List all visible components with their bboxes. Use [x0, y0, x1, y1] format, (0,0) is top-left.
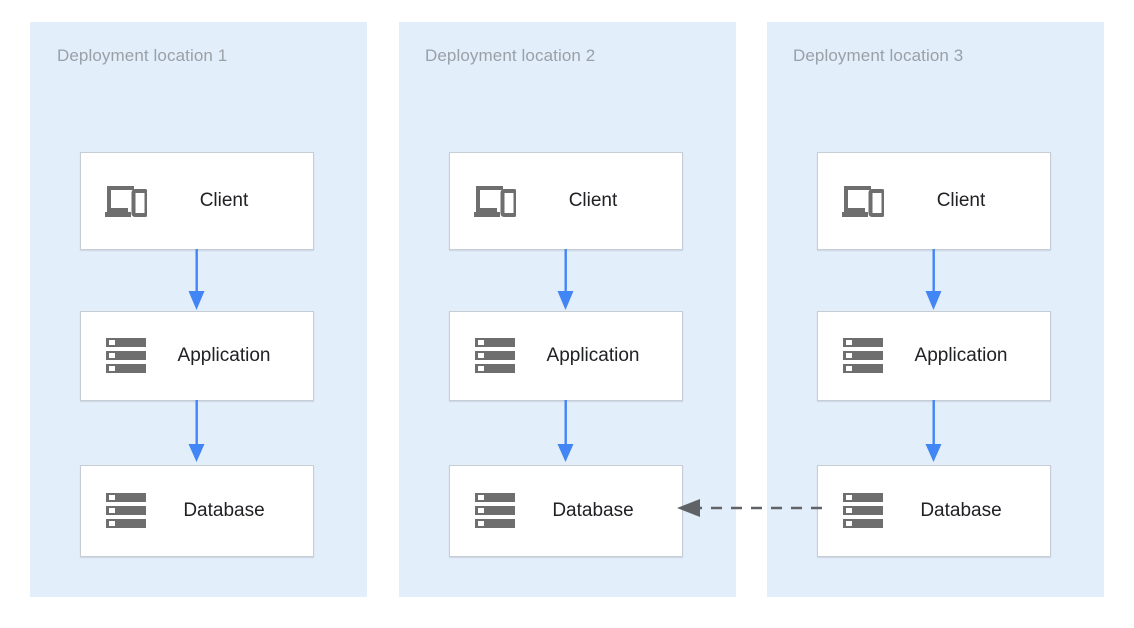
node-label: Application	[546, 345, 640, 366]
server-icon	[103, 336, 149, 376]
node-label: Application	[177, 345, 271, 366]
server-icon	[840, 491, 886, 531]
arrow-application-to-database-1	[186, 400, 208, 462]
arrow-application-to-database-3	[923, 400, 945, 462]
server-icon	[840, 336, 886, 376]
panel-title-3: Deployment location 3	[793, 46, 964, 65]
node-client-1[interactable]: Client	[80, 152, 314, 250]
node-label: Client	[936, 190, 986, 211]
arrow-client-to-application-1	[186, 249, 208, 311]
node-client-3[interactable]: Client	[817, 152, 1051, 250]
devices-icon	[840, 181, 886, 221]
node-database-1[interactable]: Database	[80, 465, 314, 557]
server-icon	[472, 336, 518, 376]
node-label: Application	[914, 345, 1008, 366]
devices-icon	[472, 181, 518, 221]
panel-title-2: Deployment location 2	[425, 46, 596, 65]
node-application-2[interactable]: Application	[449, 311, 683, 401]
arrow-client-to-application-3	[923, 249, 945, 311]
node-application-3[interactable]: Application	[817, 311, 1051, 401]
node-client-2[interactable]: Client	[449, 152, 683, 250]
node-database-3[interactable]: Database	[817, 465, 1051, 557]
arrow-database3-to-database2-replication	[676, 496, 822, 520]
panel-title-1: Deployment location 1	[57, 46, 228, 65]
devices-icon	[103, 181, 149, 221]
node-database-2[interactable]: Database	[449, 465, 683, 557]
node-application-1[interactable]: Application	[80, 311, 314, 401]
node-label: Client	[568, 190, 618, 211]
arrow-application-to-database-2	[555, 400, 577, 462]
arrow-client-to-application-2	[555, 249, 577, 311]
node-label: Database	[552, 500, 634, 521]
node-label: Database	[183, 500, 265, 521]
node-label: Client	[199, 190, 249, 211]
server-icon	[472, 491, 518, 531]
server-icon	[103, 491, 149, 531]
node-label: Database	[920, 500, 1002, 521]
